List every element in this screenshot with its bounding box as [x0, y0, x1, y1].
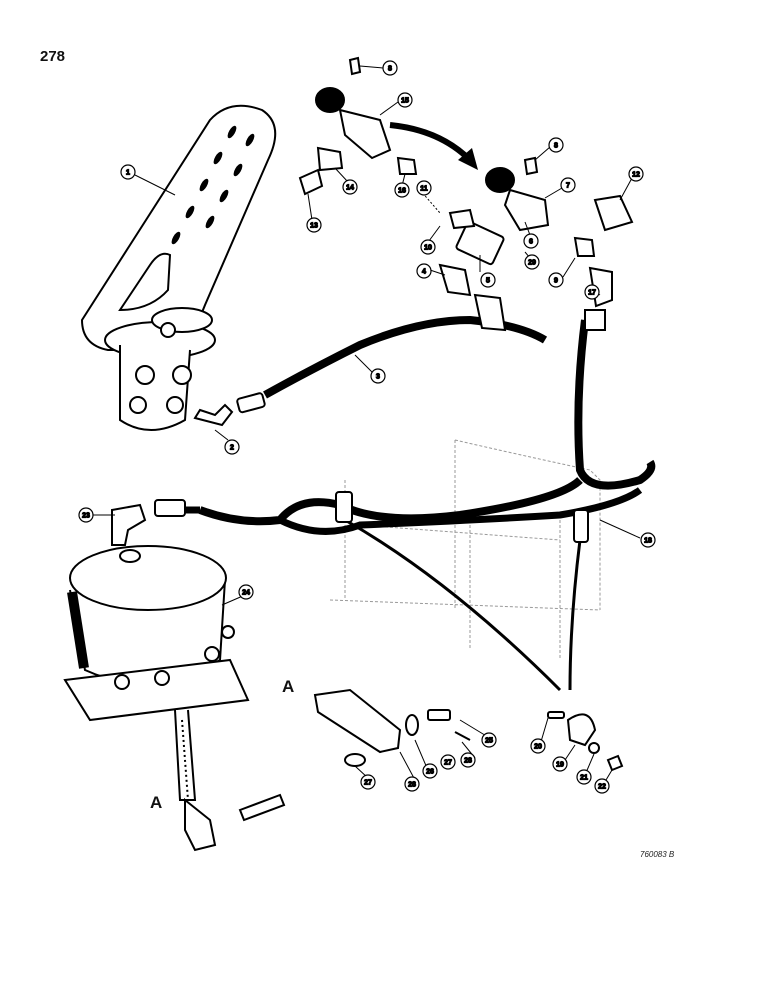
callout-4: 4 [416, 263, 432, 279]
hose-3 [263, 315, 548, 399]
svg-text:11: 11 [420, 186, 428, 193]
callout-27-left: 27 [360, 774, 376, 790]
clevis-parts [313, 688, 471, 767]
reference-letter-a-top: A [282, 677, 294, 696]
svg-text:21: 21 [580, 775, 588, 782]
callout-12: 12 [628, 166, 644, 182]
hose-clamp [335, 491, 589, 543]
svg-text:18: 18 [644, 538, 652, 545]
svg-text:5: 5 [486, 278, 490, 285]
callout-group: 1 2 3 4 5 6 7 8 8 9 10 11 12 13 14 15 16… [78, 60, 656, 794]
callout-29: 29 [524, 254, 540, 270]
callout-6: 6 [523, 233, 539, 249]
svg-text:23: 23 [82, 513, 90, 520]
svg-text:14: 14 [346, 185, 354, 192]
hand-valve-assembly [298, 56, 418, 196]
svg-text:28: 28 [464, 758, 472, 765]
callout-20: 20 [530, 738, 546, 754]
callout-10: 10 [420, 239, 436, 255]
leader-lines [90, 65, 641, 786]
right-valve-cluster [438, 156, 634, 332]
callout-7: 7 [560, 177, 576, 193]
callout-23: 23 [78, 507, 94, 523]
frame-outline [329, 439, 601, 660]
direction-arrow [389, 122, 473, 163]
svg-text:7: 7 [566, 183, 570, 190]
callout-17: 17 [584, 284, 600, 300]
svg-text:3: 3 [376, 374, 380, 381]
callout-21: 21 [576, 769, 592, 785]
clip-parts [547, 711, 624, 772]
callout-26: 26 [422, 763, 438, 779]
svg-text:19: 19 [556, 762, 564, 769]
hose-18-lower [175, 487, 643, 535]
svg-text:10: 10 [424, 245, 432, 252]
brake-chamber [63, 545, 286, 852]
page-number: 278 [40, 48, 66, 65]
elbow-fitting [193, 392, 266, 427]
reference-letter-a-bottom: A [150, 793, 162, 812]
callout-8-top: 8 [382, 60, 398, 76]
svg-text:2: 2 [230, 445, 234, 452]
callout-5: 5 [480, 272, 496, 288]
svg-text:4: 4 [422, 269, 426, 276]
clip-lines [344, 518, 582, 692]
svg-text:15: 15 [401, 98, 409, 105]
svg-text:27: 27 [364, 780, 372, 787]
elbow-23 [111, 499, 186, 546]
svg-text:24: 24 [242, 590, 250, 597]
svg-text:6: 6 [529, 239, 533, 246]
callout-25: 25 [481, 732, 497, 748]
svg-text:12: 12 [632, 172, 640, 179]
hose-18 [198, 319, 656, 526]
svg-text:13: 13 [310, 223, 318, 230]
callout-27-right: 27 [440, 754, 456, 770]
callout-14: 14 [342, 179, 358, 195]
callout-18: 18 [640, 532, 656, 548]
svg-text:20: 20 [534, 744, 542, 751]
callout-15: 15 [397, 92, 413, 108]
callout-2: 2 [224, 439, 240, 455]
callout-9: 9 [548, 272, 564, 288]
callout-24: 24 [238, 584, 254, 600]
svg-text:29: 29 [528, 260, 536, 267]
callout-22: 22 [594, 778, 610, 794]
svg-text:22: 22 [598, 784, 606, 791]
callout-1: 1 [120, 164, 136, 180]
callout-28-right: 28 [460, 752, 476, 768]
callout-19: 19 [552, 756, 568, 772]
svg-text:28: 28 [408, 782, 416, 789]
callout-11: 11 [416, 180, 432, 196]
svg-text:16: 16 [398, 188, 406, 195]
brake-pedal [80, 104, 277, 431]
svg-text:17: 17 [588, 290, 596, 297]
svg-text:26: 26 [426, 769, 434, 776]
svg-text:1: 1 [126, 170, 130, 177]
callout-13: 13 [306, 217, 322, 233]
callout-16: 16 [394, 182, 410, 198]
callout-8-right: 8 [548, 137, 564, 153]
svg-text:25: 25 [485, 738, 493, 745]
svg-text:8: 8 [388, 66, 392, 73]
svg-text:27: 27 [444, 760, 452, 767]
svg-text:9: 9 [554, 278, 558, 285]
callout-28-left: 28 [404, 776, 420, 792]
drawing-code: 760083 B [640, 850, 675, 859]
svg-text:8: 8 [554, 143, 558, 150]
callout-3: 3 [370, 368, 386, 384]
